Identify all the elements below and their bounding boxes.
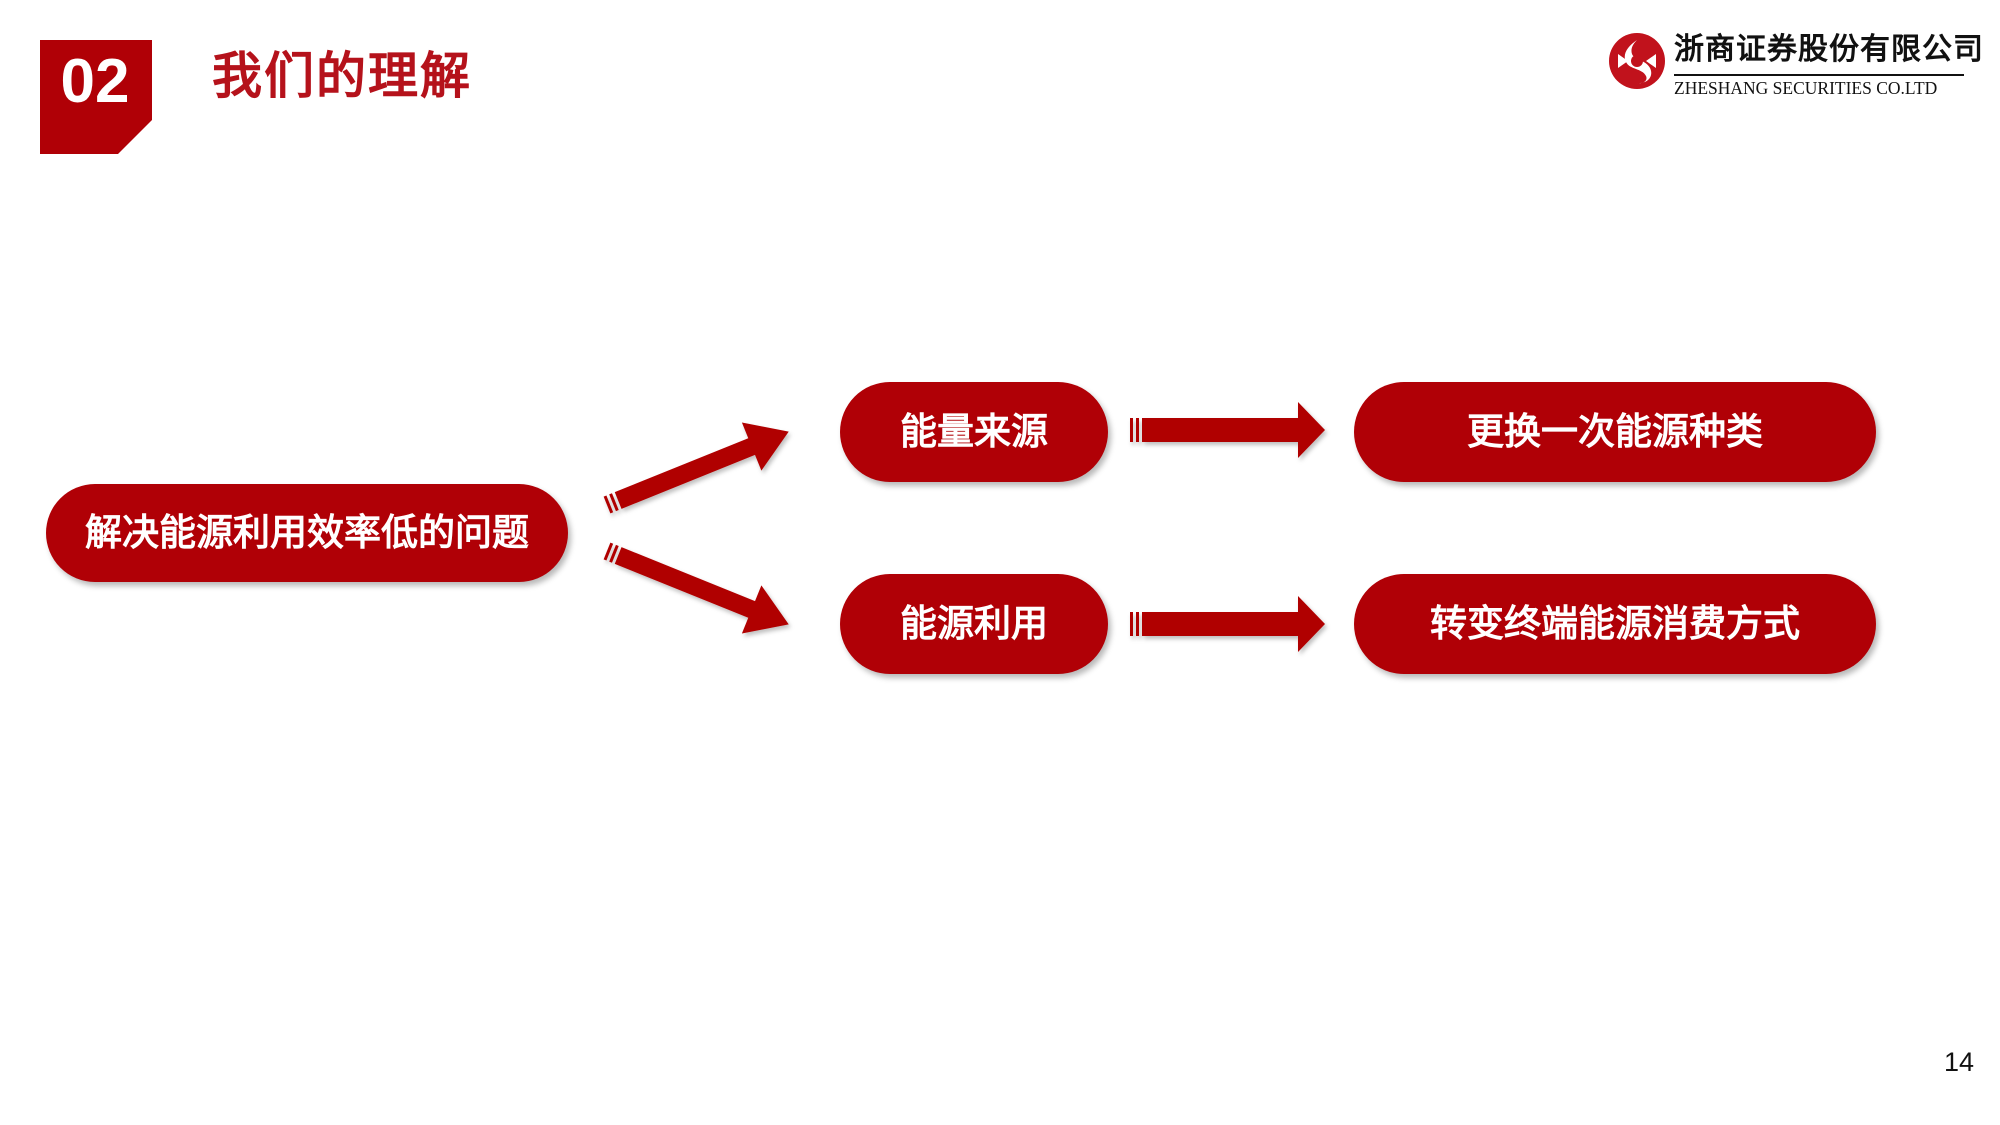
logo-divider: [1674, 74, 1964, 76]
branch-node-energy-source: 能量来源: [840, 382, 1108, 482]
logo-name-en: ZHESHANG SECURITIES CO.LTD: [1674, 78, 1938, 98]
company-logo: 浙商证券股份有限公司 ZHESHANG SECURITIES CO.LTD: [1608, 30, 1983, 102]
section-number: 02: [60, 47, 130, 116]
section-badge-shape: [40, 40, 152, 154]
result-node-change-primary-energy: 更换一次能源种类: [1354, 382, 1876, 482]
logo-emblem-icon: [1609, 33, 1665, 89]
logo-name-cn: 浙商证券股份有限公司: [1674, 32, 1984, 67]
arrow-energy-source-to-result: [1130, 402, 1325, 458]
page-number: 14: [1943, 1047, 1974, 1077]
root-node: 解决能源利用效率低的问题: [46, 484, 568, 582]
arrow-root-to-energy-use: [603, 542, 789, 634]
result-node-change-consumption: 转变终端能源消费方式: [1354, 574, 1876, 674]
branch-node-energy-use: 能源利用: [840, 574, 1108, 674]
section-badge: 02: [0, 0, 160, 160]
arrow-root-to-energy-source: [603, 422, 789, 514]
page-title: 我们的理解: [212, 47, 472, 105]
arrow-energy-use-to-result: [1130, 596, 1325, 652]
